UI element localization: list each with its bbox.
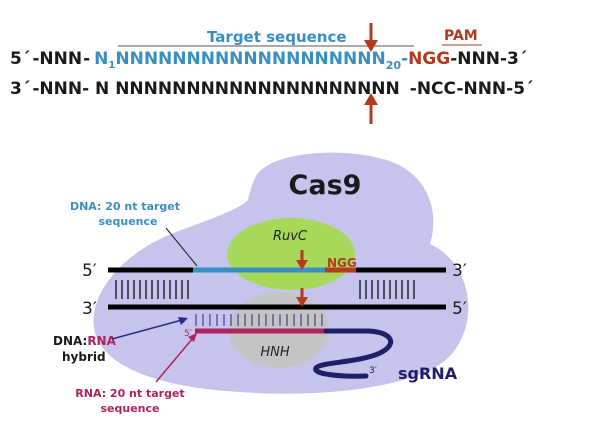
dna-bottom-5prime: 5′ <box>452 299 467 319</box>
hnh-label: HNH <box>260 345 290 360</box>
sequence-panel: Target sequence PAM 5´-NNN-N1NNNNNNNNNNN… <box>10 23 534 124</box>
hybrid-pointer-head <box>178 317 188 325</box>
dna-target-label-line2: sequence <box>99 215 158 228</box>
dna-target-callout: DNA: 20 nt target sequence <box>70 200 198 267</box>
hybrid-callout: DNA:RNA hybrid <box>53 317 188 364</box>
hybrid-pointer <box>111 319 183 340</box>
dna-top-3prime: 3′ <box>452 261 467 281</box>
hybrid-label-line1: DNA:RNA <box>53 334 117 348</box>
pam-label: PAM <box>444 28 478 44</box>
dna-bottom-3prime: 3′ <box>82 299 97 319</box>
base-pairs-left <box>115 280 189 299</box>
cas9-complex: Cas9 RuvC HNH NGG <box>82 152 469 394</box>
bottom-strand: 3´-NNN- N NNNNNNNNNNNNNNNNNNNN-NCC-NNN-5… <box>10 79 534 99</box>
cleavage-arrow-bottom <box>364 93 378 124</box>
base-pairs-right <box>359 280 415 299</box>
top-strand: 5´-NNN-N1NNNNNNNNNNNNNNNNNNN20-NGG-NNN-3… <box>10 49 527 72</box>
rna-target-label-line2: sequence <box>101 402 160 415</box>
hnh-cut-arrow <box>296 288 308 307</box>
rna-5prime-label: 5′ <box>184 329 192 339</box>
target-sequence-label: Target sequence <box>207 28 347 46</box>
sgrna-label: sgRNA <box>398 364 458 383</box>
dna-top-5prime: 5′ <box>82 261 97 281</box>
rna-3prime-label: 3′ <box>369 366 377 376</box>
rna-target-callout: RNA: 20 nt target sequence <box>75 333 197 415</box>
rna-target-pointer <box>155 337 194 383</box>
dna-target-pointer <box>165 227 198 267</box>
cleavage-arrow-top <box>364 23 378 52</box>
hybrid-label-line2: hybrid <box>62 350 106 364</box>
rna-target-pointer-head <box>188 333 197 342</box>
ngg-label: NGG <box>327 256 357 270</box>
dna-target-label-line1: DNA: 20 nt target <box>70 200 180 213</box>
cas9-label: Cas9 <box>289 170 362 201</box>
ruvc-cut-arrow <box>296 250 308 270</box>
rna-target-label-line1: RNA: 20 nt target <box>75 387 184 400</box>
sgrna-tail <box>313 328 394 379</box>
ruvc-label: RuvC <box>273 229 308 244</box>
hybrid-base-pairs <box>195 314 323 326</box>
